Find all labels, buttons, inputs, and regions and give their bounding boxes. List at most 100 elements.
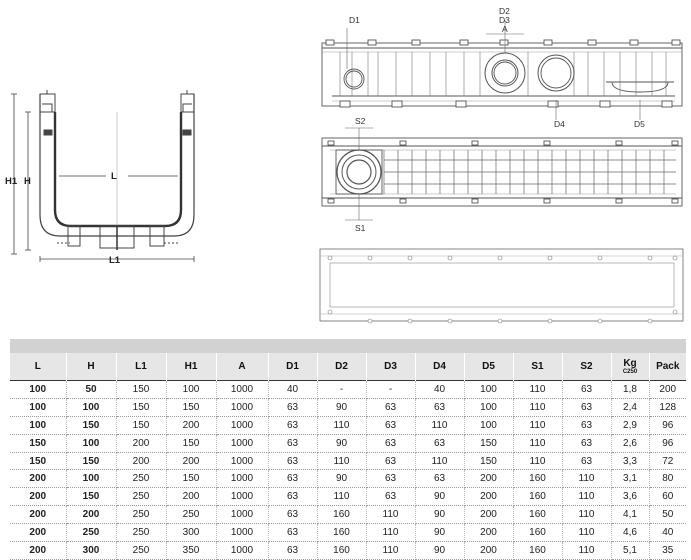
table-cell: 110 xyxy=(562,469,612,489)
table-cell: 200 xyxy=(464,487,514,507)
table-cell: 110 xyxy=(562,523,612,543)
table-cell: 2,9 xyxy=(611,416,650,435)
table-cell: 100 xyxy=(464,416,514,435)
table-cell: 100 xyxy=(10,380,67,399)
table-cell: 1000 xyxy=(216,452,269,471)
table-cell: 200 xyxy=(166,487,217,507)
table-cell: 63 xyxy=(366,452,416,471)
label-s2: S2 xyxy=(355,116,366,126)
table-cell: 200 xyxy=(10,505,67,525)
table-cell: 60 xyxy=(649,487,686,507)
table-cell: 63 xyxy=(268,452,318,471)
table-cell: 3,1 xyxy=(611,469,650,489)
table-cell: 128 xyxy=(649,398,686,417)
table-cell: 200 xyxy=(66,505,117,525)
table-cell: 72 xyxy=(649,452,686,471)
header-s2: S2 xyxy=(562,353,612,381)
table-cell: 200 xyxy=(464,541,514,560)
table-cell: 200 xyxy=(464,523,514,543)
table-cell: 90 xyxy=(317,398,367,417)
label-l: L xyxy=(111,171,117,182)
label-d3: D3 xyxy=(499,15,510,25)
header-d1: D1 xyxy=(268,353,318,381)
table-cell: 150 xyxy=(464,434,514,453)
table-cell: 300 xyxy=(166,523,217,543)
cross-section-dimensions xyxy=(11,93,195,262)
table-cell: - xyxy=(366,380,416,399)
table-cell: 200 xyxy=(649,380,686,399)
table-cell: 250 xyxy=(116,541,167,560)
dimensions-table-container: L H L1 H1 A D1 D2 D3 D4 D5 S1 S2 Kg C250… xyxy=(10,339,686,560)
table-cell: 63 xyxy=(268,487,318,507)
table-cell: 90 xyxy=(317,434,367,453)
table-cell: 200 xyxy=(10,487,67,507)
header-d5: D5 xyxy=(464,353,514,381)
table-cell: 160 xyxy=(513,469,563,489)
table-cell: 63 xyxy=(268,416,318,435)
table-cell: 200 xyxy=(10,523,67,543)
table-cell: 90 xyxy=(415,487,465,507)
table-cell: 110 xyxy=(415,416,465,435)
table-cell: 110 xyxy=(366,505,416,525)
table-cell: 63 xyxy=(366,398,416,417)
table-cell: 1000 xyxy=(216,541,269,560)
header-d2: D2 xyxy=(317,353,367,381)
table-cell: 1000 xyxy=(216,380,269,399)
table-cell: 300 xyxy=(66,541,117,560)
table-cell: 150 xyxy=(10,434,67,453)
table-cell: 90 xyxy=(415,523,465,543)
table-cell: 4,1 xyxy=(611,505,650,525)
table-cell: 110 xyxy=(366,523,416,543)
table-cell: 110 xyxy=(513,380,563,399)
table-cell: 90 xyxy=(317,469,367,489)
header-kg-label: Kg xyxy=(623,357,637,369)
header-kg: Kg C250 xyxy=(611,353,650,381)
table-cell: 200 xyxy=(116,452,167,471)
table-cell: 150 xyxy=(166,434,217,453)
table-cell: 110 xyxy=(366,541,416,560)
table-cell: 100 xyxy=(464,380,514,399)
table-cell: 150 xyxy=(66,452,117,471)
table-cell: 110 xyxy=(317,452,367,471)
table-cell: 250 xyxy=(116,487,167,507)
label-d4: D4 xyxy=(554,119,565,129)
table-cell: 150 xyxy=(464,452,514,471)
table-cell: 250 xyxy=(116,523,167,543)
table-cell: 1,8 xyxy=(611,380,650,399)
table-cell: 160 xyxy=(513,523,563,543)
table-cell: 160 xyxy=(513,487,563,507)
table-cell: 63 xyxy=(562,398,612,417)
table-cell: 110 xyxy=(513,416,563,435)
table-cell: 63 xyxy=(415,469,465,489)
table-cell: 50 xyxy=(66,380,117,399)
table-cell: 110 xyxy=(562,541,612,560)
table-cell: 63 xyxy=(268,398,318,417)
table-cell: 150 xyxy=(116,416,167,435)
table-cell: 63 xyxy=(268,541,318,560)
table-cell: 1000 xyxy=(216,434,269,453)
header-d4: D4 xyxy=(415,353,465,381)
table-cell: 35 xyxy=(649,541,686,560)
header-l: L xyxy=(10,353,67,381)
table-cell: 50 xyxy=(649,505,686,525)
table-cell: 80 xyxy=(649,469,686,489)
bottom-view xyxy=(319,248,684,324)
table-cell: 150 xyxy=(166,398,217,417)
table-cell: 200 xyxy=(10,541,67,560)
technical-drawing: H1 H L L1 xyxy=(5,6,684,324)
label-a: A xyxy=(502,24,508,34)
table-cell: 160 xyxy=(317,523,367,543)
table-cell: 110 xyxy=(317,487,367,507)
header-kg-class: C250 xyxy=(622,368,638,375)
table-cell: 150 xyxy=(66,487,117,507)
table-cell: 150 xyxy=(166,469,217,489)
table-cell: 3,3 xyxy=(611,452,650,471)
table-cell: 200 xyxy=(10,469,67,489)
label-s1: S1 xyxy=(355,223,366,233)
